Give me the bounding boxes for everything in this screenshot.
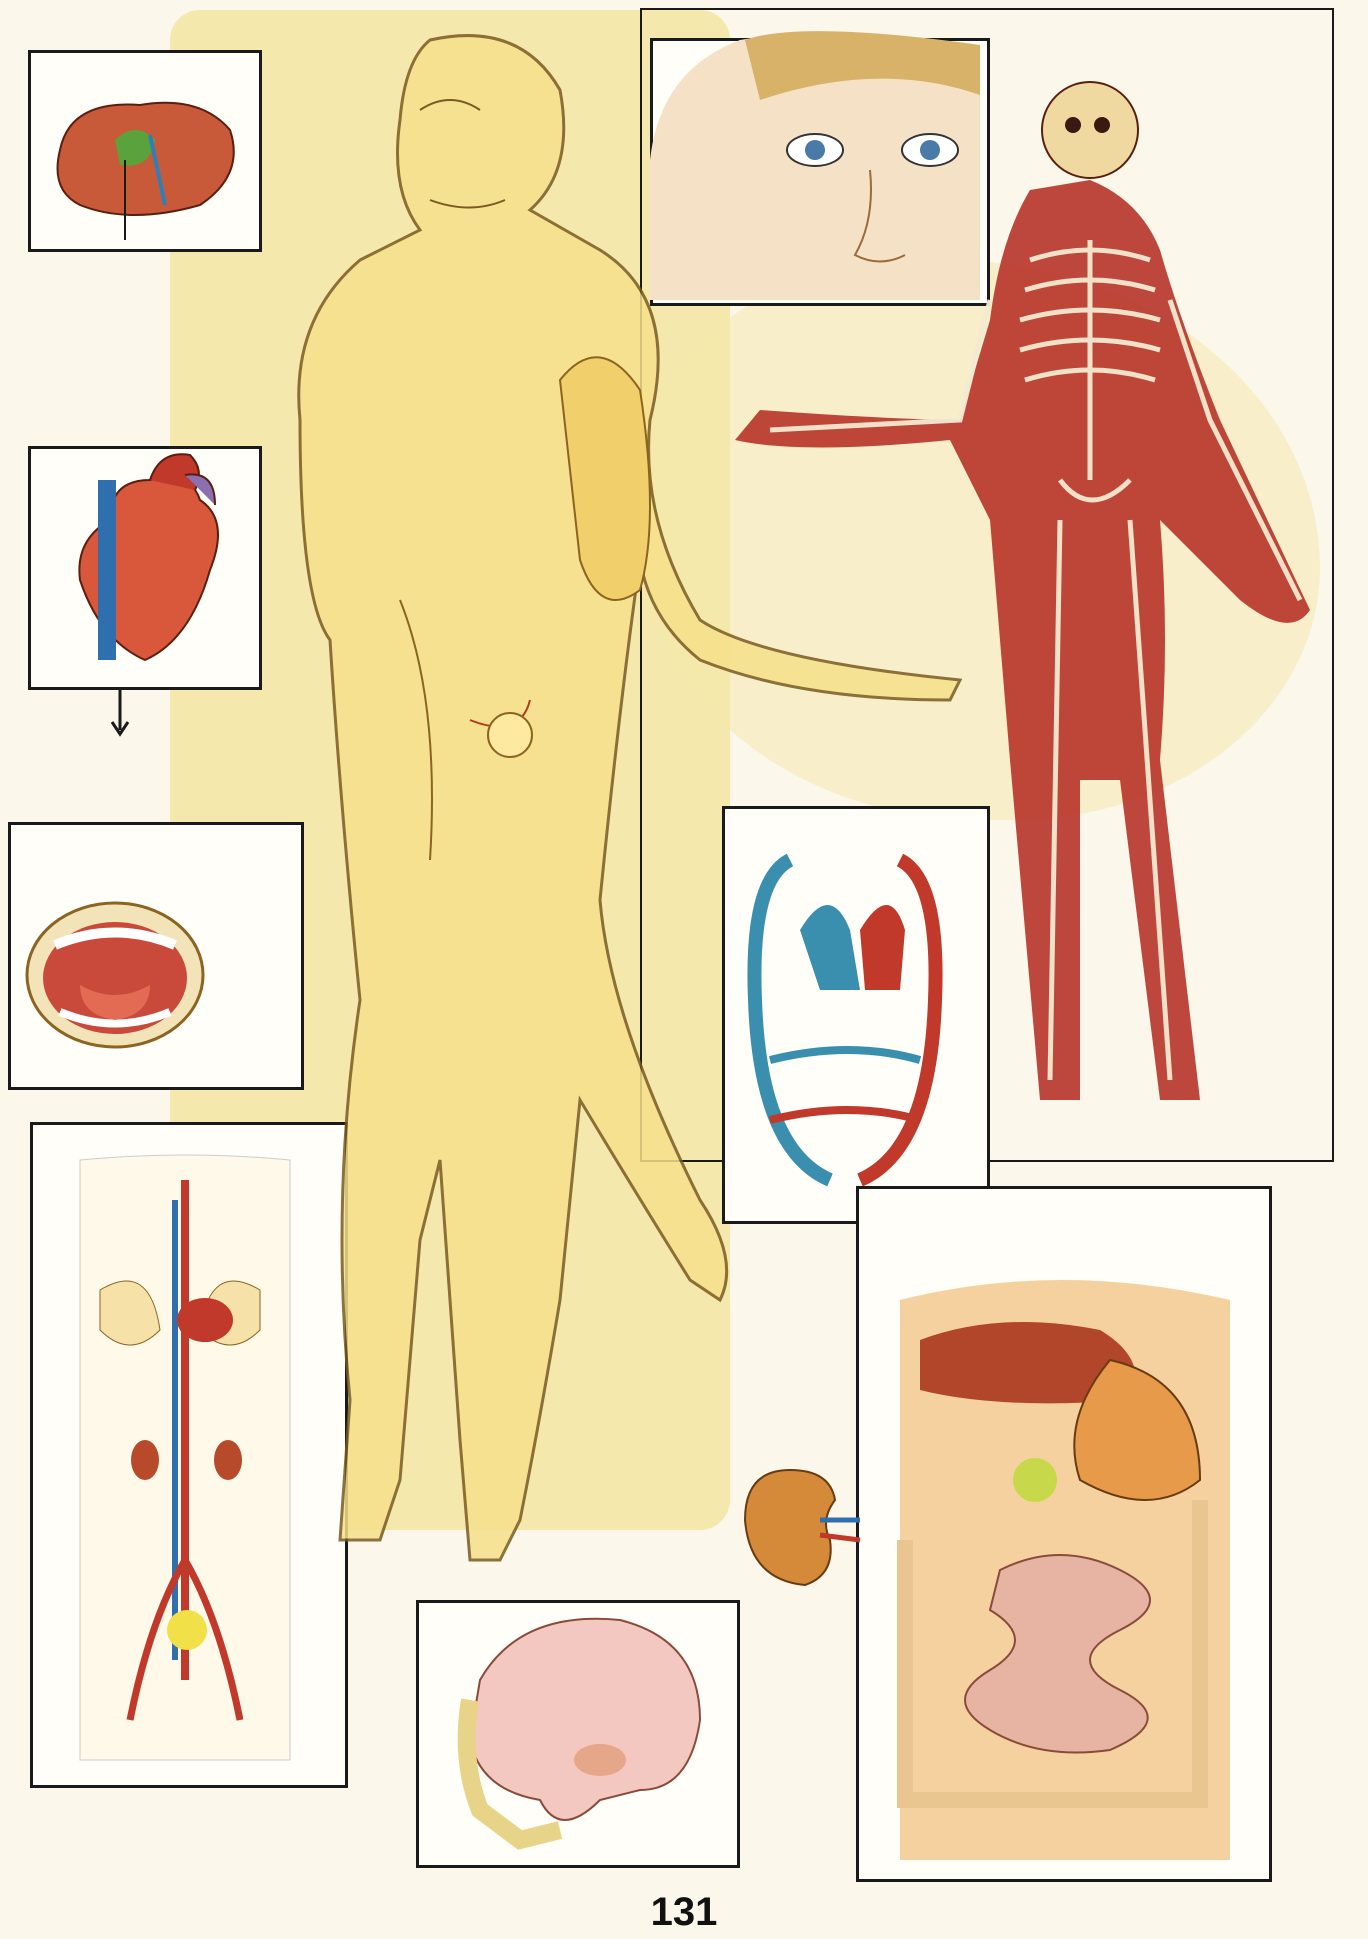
page-number: 131 (614, 1890, 754, 1935)
digestive-system-icon (900, 1280, 1230, 1860)
liver-icon (58, 103, 234, 240)
mouth-icon (27, 903, 203, 1047)
circulatory-system-icon (80, 1155, 290, 1760)
blood-circulation-icon (754, 860, 935, 1180)
face-icon (650, 31, 980, 300)
kidney-icon (745, 1470, 860, 1585)
heart-icon (79, 454, 218, 734)
brain-icon (467, 1619, 700, 1840)
